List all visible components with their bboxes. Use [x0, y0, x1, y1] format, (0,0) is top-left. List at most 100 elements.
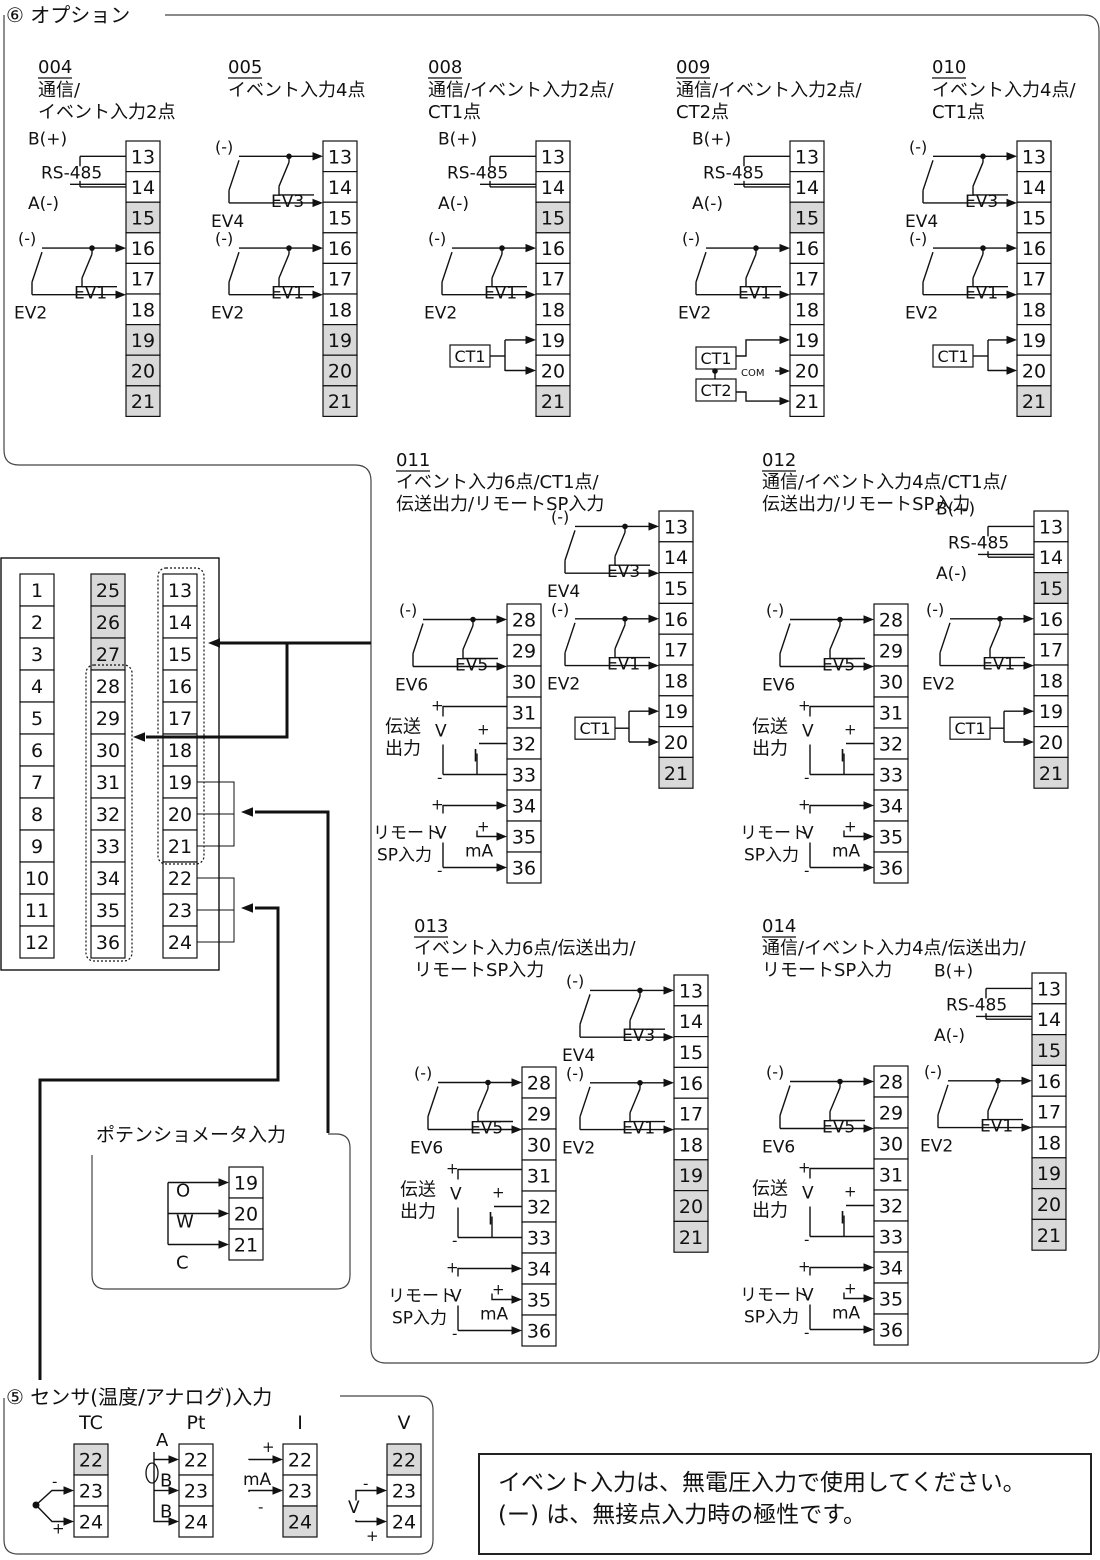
- ct-label: CT2: [700, 381, 731, 400]
- label: EV3: [271, 192, 304, 212]
- label: (-): [909, 137, 927, 156]
- wire: [491, 1293, 513, 1301]
- terminal-28: [873, 603, 909, 636]
- terminal-15: [125, 201, 161, 234]
- terminal-number: 30: [96, 740, 120, 762]
- terminal-number: 21: [234, 1235, 258, 1257]
- terminal-number: 24: [184, 1512, 208, 1534]
- terminal-number: 17: [541, 269, 565, 291]
- terminal-number: 21: [664, 763, 688, 785]
- label: EV2: [14, 304, 47, 324]
- label: EV4: [905, 212, 938, 232]
- terminal-number: 15: [679, 1042, 703, 1064]
- label: -: [452, 1325, 457, 1343]
- wire: [922, 160, 934, 191]
- label: +: [844, 721, 857, 739]
- label: mA: [480, 1305, 509, 1325]
- label: (-): [926, 600, 944, 619]
- transfer-output-label: 出力: [752, 1201, 788, 1222]
- terminal-13: [1033, 510, 1069, 543]
- label: -: [437, 769, 442, 787]
- arrow: [312, 243, 323, 253]
- label: I: [473, 747, 478, 767]
- arrow: [779, 396, 790, 406]
- label: A(-): [28, 194, 59, 214]
- terminal-number: 16: [1022, 238, 1046, 260]
- arrow: [115, 290, 126, 299]
- label: +: [798, 1258, 811, 1276]
- label: B: [160, 1471, 172, 1492]
- wire: [695, 251, 707, 283]
- label: V: [435, 824, 447, 844]
- terminal-number: 33: [879, 1227, 903, 1249]
- section-title-sensor: ⑤ センサ(温度/アナログ)入力: [6, 1385, 272, 1409]
- terminal-number: 18: [664, 670, 688, 692]
- label: EV1: [622, 1119, 655, 1139]
- label: EV5: [822, 656, 855, 676]
- wire: [228, 160, 240, 191]
- terminal-number: 21: [1039, 763, 1063, 785]
- terminal-number: 31: [512, 703, 536, 725]
- wire: [355, 1489, 378, 1501]
- terminal-number: 13: [168, 580, 192, 602]
- terminal-18: [658, 664, 694, 697]
- wire: [427, 1086, 439, 1117]
- terminal-number: 19: [131, 330, 155, 352]
- arrow: [863, 615, 874, 624]
- terminal-number: 14: [679, 1011, 703, 1033]
- arrow: [1023, 661, 1034, 670]
- terminal-18: [1016, 293, 1052, 326]
- label: RS-485: [41, 163, 102, 183]
- arrow: [496, 662, 507, 671]
- wire: [937, 1084, 949, 1116]
- terminal-number: 23: [168, 900, 192, 922]
- transfer-output-label: 伝送: [385, 717, 421, 738]
- section-title-options: ⑥ オプション: [6, 3, 130, 27]
- terminal-number: 17: [1039, 640, 1063, 662]
- label: (-): [924, 1062, 942, 1081]
- label: (-): [909, 229, 927, 248]
- wire: [736, 391, 781, 402]
- rtd-element: [145, 1462, 159, 1484]
- label: (-): [551, 507, 569, 526]
- label: EV4: [547, 582, 580, 602]
- arrow: [168, 1486, 179, 1495]
- module-title: 通信/イベント入力4点/CT1点/: [762, 472, 1008, 493]
- label: (-): [428, 229, 446, 248]
- transfer-output-label: 出力: [752, 739, 788, 760]
- terminal-number: 16: [131, 238, 155, 260]
- option-group-outline: [85, 664, 133, 962]
- label: V: [450, 1185, 462, 1205]
- terminal-number: 21: [541, 391, 565, 413]
- arrow: [663, 1078, 674, 1087]
- terminal-number: 21: [1037, 1225, 1061, 1247]
- arrow: [648, 614, 659, 623]
- label: A(-): [934, 1026, 965, 1046]
- terminal-number: 29: [527, 1104, 551, 1126]
- terminal-number: 36: [879, 1320, 903, 1342]
- terminal-number: 33: [96, 836, 120, 858]
- wire: [989, 624, 1001, 650]
- terminal-15: [673, 1035, 709, 1068]
- arrow: [663, 986, 674, 995]
- terminal-number: 2: [31, 612, 43, 634]
- terminal-number: 5: [31, 708, 43, 730]
- arrow: [863, 662, 874, 671]
- terminal-19: [162, 765, 198, 799]
- terminal-29: [521, 1097, 557, 1130]
- terminal-14: [125, 171, 161, 203]
- wire: [248, 1458, 274, 1461]
- terminal-number: 13: [1022, 146, 1046, 168]
- terminal-17: [673, 1097, 709, 1130]
- terminal-8: [19, 797, 55, 831]
- terminal-15: [322, 201, 358, 234]
- wire: [476, 830, 498, 838]
- terminal-29: [506, 634, 542, 667]
- terminal-number: 8: [31, 804, 43, 826]
- terminal-number: 26: [96, 612, 120, 634]
- terminal-29: [873, 1096, 909, 1129]
- terminal-number: 13: [1037, 978, 1061, 1000]
- wire: [564, 622, 576, 654]
- arrow: [648, 569, 659, 578]
- terminal-29: [873, 634, 909, 667]
